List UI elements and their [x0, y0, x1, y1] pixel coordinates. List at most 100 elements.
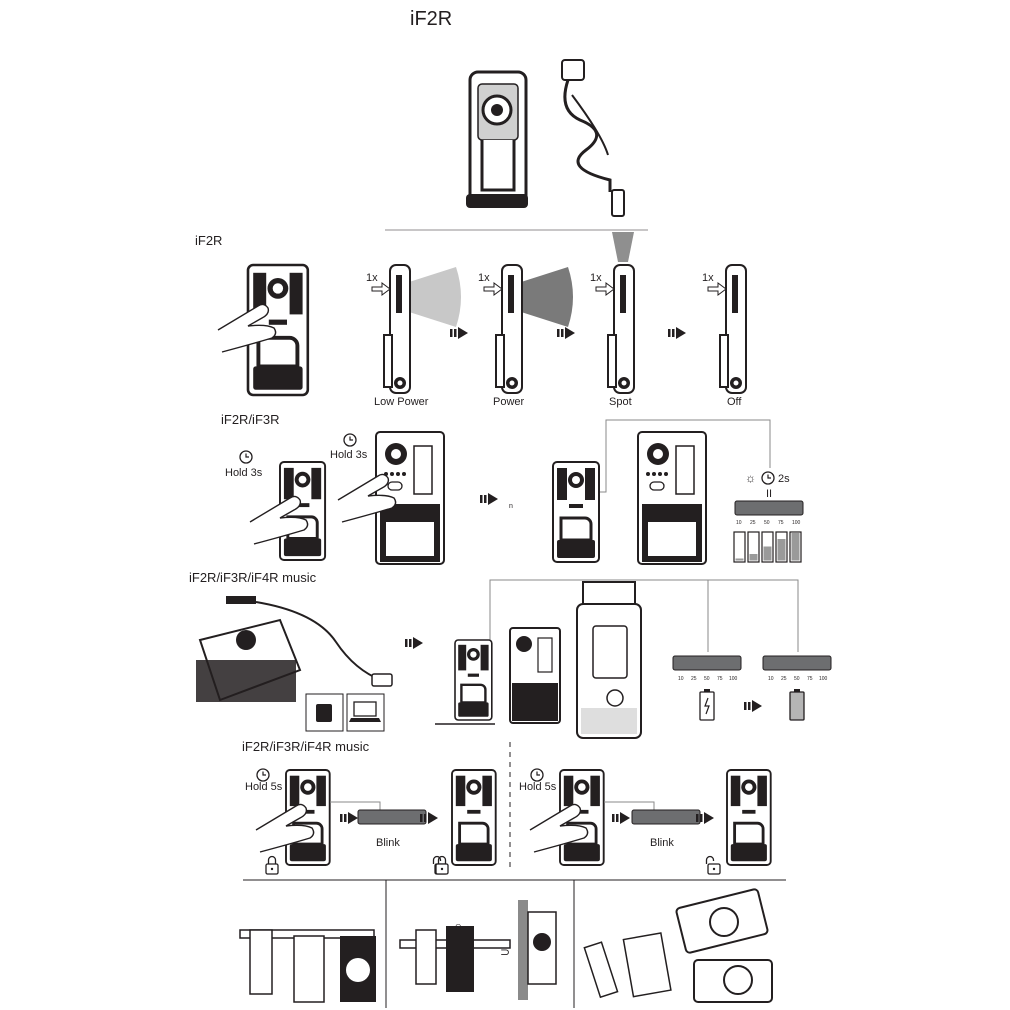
stray-mark: n — [509, 503, 513, 510]
blink-led-bar — [631, 809, 701, 825]
next-arrow-icon — [340, 812, 358, 824]
mode-spot: 1x — [590, 264, 635, 394]
usb-charging-illustration — [196, 596, 393, 702]
press-count: 1x — [702, 272, 714, 284]
level-label: 50 — [704, 676, 710, 682]
led-bar — [762, 655, 832, 671]
usb-cable-image — [561, 59, 625, 217]
open-padlock-icon — [705, 855, 721, 875]
small-lamp-charging — [435, 638, 495, 725]
clock-icon — [239, 450, 253, 464]
battery-fill — [763, 546, 772, 561]
timer-label: 2s — [778, 473, 790, 485]
level-label: 100 — [819, 676, 828, 682]
closed-padlock-icon — [435, 855, 449, 875]
clock-icon — [256, 768, 270, 782]
blink-label: Blink — [376, 837, 400, 849]
closed-padlock-icon — [265, 855, 279, 875]
level-label: 75 — [717, 676, 723, 682]
section-label-charging: iF2R/iF3R/iF4R music — [189, 570, 317, 585]
large-lamp-result — [637, 431, 707, 565]
hold-label-large: Hold 3s — [330, 449, 368, 461]
hold-label-small: Hold 3s — [225, 467, 263, 479]
hook-mount-illustration — [239, 929, 376, 1003]
lamp-locked — [450, 768, 498, 867]
mode-label-spot: Spot — [609, 396, 632, 408]
battery-icon — [747, 531, 760, 563]
level-label: 50 — [764, 520, 770, 526]
level-label: 10 — [678, 676, 684, 682]
full-battery-icon — [789, 689, 805, 721]
bracket-connector — [489, 579, 799, 652]
next-arrow-icon — [612, 812, 630, 824]
press-arrow — [595, 282, 615, 296]
next-arrow-icon — [557, 327, 575, 339]
low-beam — [406, 267, 461, 327]
mode-off: 1x — [702, 264, 747, 394]
product-lamp-image — [466, 70, 528, 208]
level-label: 100 — [729, 676, 738, 682]
bracket-connector — [600, 419, 771, 493]
mode-low-power: 1x — [366, 264, 461, 394]
press-arrow — [371, 282, 391, 296]
level-label: 75 — [778, 520, 784, 526]
laptop-icon — [346, 693, 385, 732]
press-count: 1x — [590, 272, 602, 284]
charging-led-panel: 10 25 50 75 100 10 25 50 75 100 — [672, 655, 832, 721]
next-arrow-icon — [450, 327, 468, 339]
medium-lamp-charging — [509, 627, 561, 724]
battery-fill — [735, 558, 744, 561]
hand-press-illustration — [217, 263, 310, 397]
page-title: iF2R — [410, 8, 452, 30]
wall-adapter-icon — [305, 693, 344, 732]
level-label: 75 — [807, 676, 813, 682]
press-count: 1x — [366, 272, 378, 284]
large-lamp-hold — [337, 431, 445, 565]
lamp-unlocked — [725, 768, 773, 867]
mode-label-power: Power — [493, 396, 525, 408]
section-label-battery-check: iF2R/iF3R — [221, 412, 280, 427]
led-bar — [672, 655, 742, 671]
mode-label-low-power: Low Power — [374, 396, 429, 408]
level-label: 25 — [691, 676, 697, 682]
battery-fill — [777, 539, 786, 561]
bracket-connector — [330, 801, 381, 812]
large-lamp-charging — [576, 581, 642, 739]
hold-label-lock: Hold 5s — [245, 781, 283, 793]
small-lamp-result — [551, 460, 601, 564]
press-arrow — [483, 282, 503, 296]
equals-label: II — [766, 488, 772, 500]
magnet-mount-illustration: ∩ ⊃ — [399, 900, 557, 1000]
spot-beam — [612, 232, 634, 262]
bracket-connector — [604, 801, 655, 812]
battery-fill — [749, 554, 758, 561]
magnet-icon: ⊃ — [500, 945, 510, 959]
battery-fill — [791, 533, 800, 561]
mode-power: 1x — [478, 264, 573, 394]
section-label-lock: iF2R/iF3R/iF4R music — [242, 739, 370, 754]
clock-icon — [343, 433, 357, 447]
blink-label: Blink — [650, 837, 674, 849]
level-label: 10 — [768, 676, 774, 682]
level-label: 10 — [736, 520, 742, 526]
charging-battery-icon — [699, 689, 715, 721]
next-arrow-icon — [480, 493, 498, 505]
battery-indicator-panel: ☼ 2s II 10 25 50 75 100 — [734, 471, 804, 526]
next-arrow-icon — [744, 700, 762, 712]
clock-icon — [530, 768, 544, 782]
stand-mount-illustration — [583, 888, 773, 1003]
power-beam — [518, 267, 573, 327]
section-label-modes: iF2R — [195, 233, 222, 248]
mode-label-off: Off — [727, 396, 742, 408]
press-count: 1x — [478, 272, 490, 284]
next-arrow-icon — [668, 327, 686, 339]
led-bar — [734, 500, 804, 516]
level-label: 100 — [792, 520, 801, 526]
next-arrow-icon — [405, 637, 423, 649]
battery-levels — [733, 531, 802, 563]
clock-icon — [761, 471, 775, 485]
level-label: 25 — [781, 676, 787, 682]
blink-led-bar — [357, 809, 427, 825]
magnet-icon: ∩ — [454, 919, 463, 933]
